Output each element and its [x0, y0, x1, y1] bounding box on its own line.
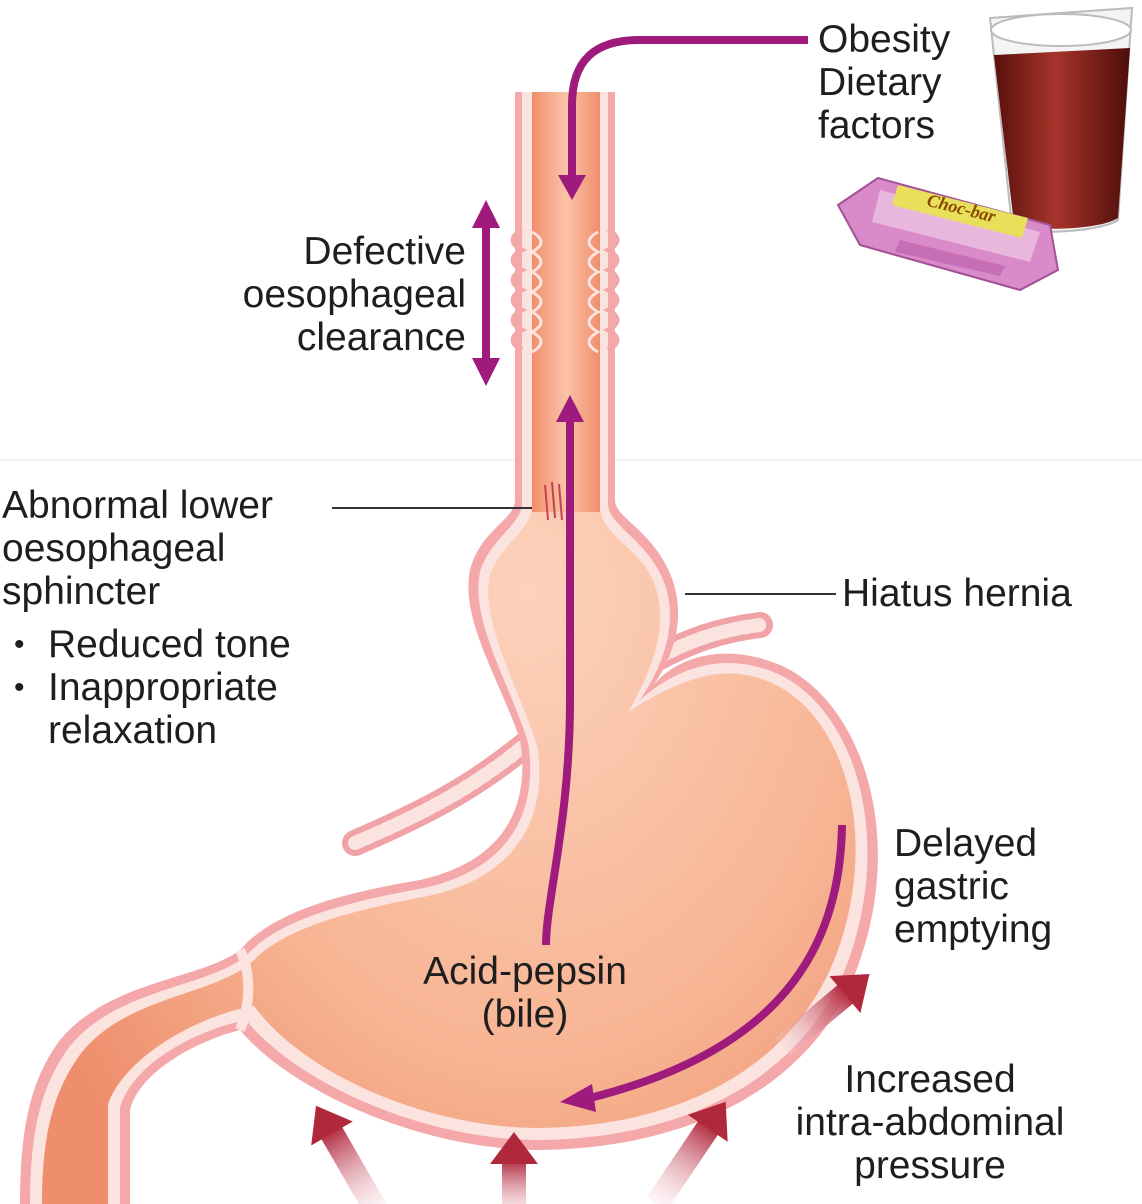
emptying-arrow: [589, 824, 846, 1102]
bullet-text-line: Inappropriate: [48, 666, 278, 709]
clearance-arrowhead-down: [472, 358, 500, 386]
obesity-line-2: Dietary: [818, 61, 942, 104]
pressure-label: Increased intra-abdominal pressure: [770, 1058, 1090, 1187]
clearance-line-3: clearance: [296, 316, 466, 359]
diet-arrowhead: [558, 175, 586, 200]
pylorus: [235, 947, 254, 1032]
chocolate-bar-icon: Choc-bar: [836, 176, 1060, 292]
reflux-arrow: [542, 420, 574, 946]
sphincter-line-2: oesophageal: [2, 527, 226, 570]
obesity-label: Obesity Dietary factors: [818, 18, 950, 147]
hiatus-label: Hiatus hernia: [842, 572, 1072, 615]
gastric-line-1: Delayed: [894, 822, 1038, 865]
sphincter-line-3: sphincter: [2, 570, 161, 613]
obesity-line-3: factors: [818, 104, 936, 147]
stomach-cavity: [42, 92, 856, 1204]
bullet-inappropriate-relaxation: • Inappropriate relaxation: [14, 666, 291, 752]
clearance-line-1: Defective: [303, 230, 466, 273]
diet-arrow: [568, 36, 808, 178]
acid-label: Acid-pepsin (bile): [400, 950, 650, 1036]
reflux-arrowhead: [556, 395, 584, 422]
gastric-line-3: emptying: [894, 908, 1053, 951]
sphincter-marks: [544, 481, 563, 521]
bullet-symbol: •: [14, 628, 25, 661]
bullet-text-line: Reduced tone: [48, 623, 291, 666]
pressure-arrows: [311, 974, 870, 1204]
clearance-label: Defective oesophageal clearance: [200, 230, 466, 359]
clearance-arrowhead-up: [472, 200, 500, 228]
acid-line-2: (bile): [481, 993, 569, 1036]
sphincter-line-1: Abnormal lower: [2, 484, 273, 527]
clearance-line-2: oesophageal: [242, 273, 466, 316]
pressure-line-3: pressure: [854, 1144, 1006, 1187]
bullet-reduced-tone: • Reduced tone: [14, 623, 291, 666]
acid-line-1: Acid-pepsin: [423, 950, 627, 993]
bullet-text-line: relaxation: [48, 709, 218, 752]
gastric-line-2: gastric: [894, 865, 1009, 908]
sphincter-label: Abnormal lower oesophageal sphincter • R…: [2, 484, 291, 752]
drink-glass-icon: [988, 6, 1134, 233]
bullet-symbol: •: [14, 671, 25, 704]
obesity-line-1: Obesity: [818, 18, 951, 61]
sphincter-bullets: • Reduced tone • Inappropriate relaxatio…: [2, 623, 291, 752]
emptying-arrowhead: [560, 1084, 596, 1112]
hiatus-text: Hiatus hernia: [842, 572, 1072, 615]
pressure-line-2: intra-abdominal: [795, 1101, 1065, 1144]
leader-lines: [332, 507, 836, 595]
flow-arrows: [472, 36, 846, 1112]
pressure-line-1: Increased: [844, 1058, 1016, 1101]
peristalsis-waves: [510, 227, 620, 354]
gastric-label: Delayed gastric emptying: [894, 822, 1052, 951]
